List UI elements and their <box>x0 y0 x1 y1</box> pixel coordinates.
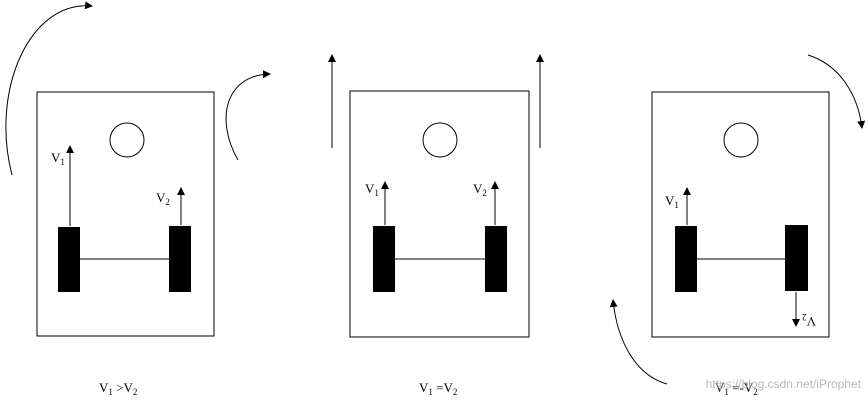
label-v2: V2 <box>156 190 170 207</box>
robot-body <box>36 91 215 337</box>
panel-v1-equal-neg-v2: V1 V2 <box>609 54 866 385</box>
watermark: https://blog.csdn.net/iProphet <box>706 377 862 391</box>
label-v1: V1 <box>365 181 379 198</box>
robot-body <box>349 90 530 338</box>
robot-sensor <box>723 122 759 158</box>
right-wheel <box>169 226 191 292</box>
robot-sensor <box>109 122 145 158</box>
label-v1: V1 <box>665 193 679 210</box>
rotation-arrow-top <box>807 54 866 129</box>
left-wheel <box>675 226 697 292</box>
panel-v1-greater-v2: V1 V2 <box>5 1 271 337</box>
label-v1: V1 <box>51 150 65 167</box>
robot-sensor <box>422 122 458 158</box>
caption-panel-3: V1 =-V2 <box>715 380 758 397</box>
caption-panel-1: V1 >V2 <box>99 380 137 397</box>
left-wheel <box>373 226 395 292</box>
rotation-arrow-bottom <box>609 299 668 385</box>
caption-panel-2: V1 =V2 <box>419 380 457 397</box>
robot-body <box>651 91 830 338</box>
rotation-arrow-outer <box>5 1 93 176</box>
label-v2: V2 <box>473 181 487 198</box>
panel-v1-equal-v2: V1 V2 <box>328 54 544 338</box>
rotation-arrow-inner <box>225 70 271 161</box>
label-v2-inverted: V2 <box>802 312 816 329</box>
right-wheel <box>785 225 808 291</box>
left-wheel <box>58 227 80 292</box>
right-wheel <box>485 226 507 292</box>
